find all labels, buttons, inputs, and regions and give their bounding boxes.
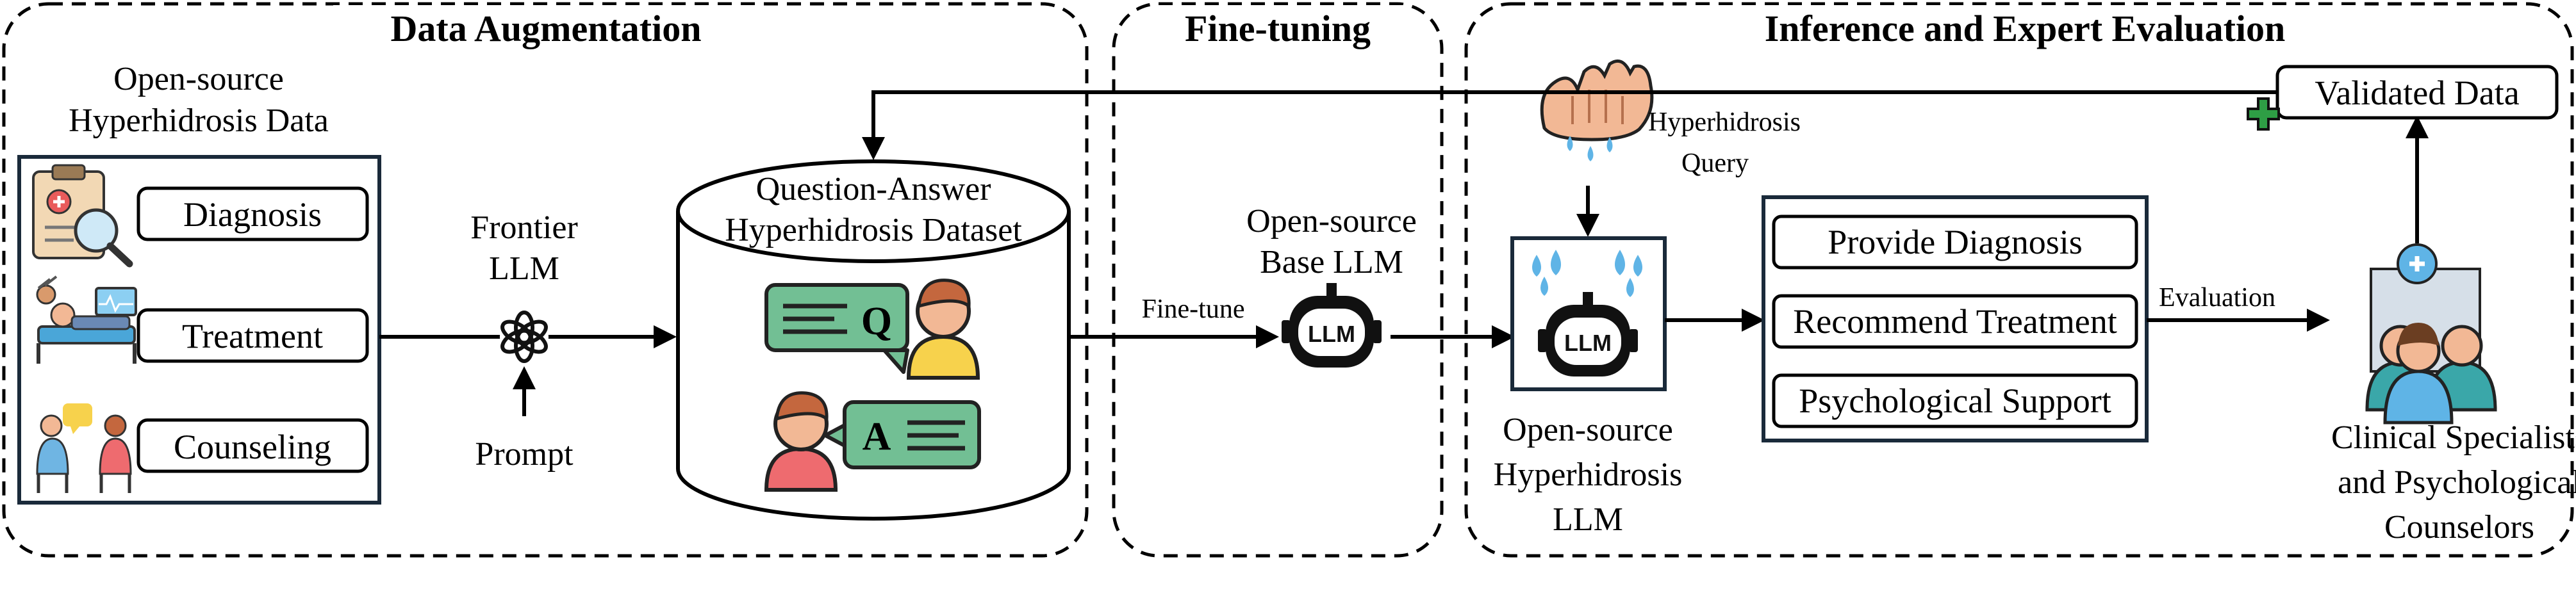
prompt-label: Prompt	[475, 436, 574, 473]
base-llm-line1: Open-source	[1246, 203, 1417, 239]
task-recommend-treatment	[1772, 294, 2138, 349]
clipboard-search-icon	[32, 164, 133, 268]
water-drops-icon	[1532, 250, 1642, 297]
experts-line1: Clinical Specialists	[2331, 419, 2576, 456]
source-item-counseling-label: Counseling	[174, 428, 331, 466]
experts-line2: and Psychological	[2338, 464, 2576, 501]
source-title-line2: Hyperhidrosis Data	[69, 102, 329, 139]
patient-bed-icon	[36, 275, 137, 364]
source-item-diagnosis-label: Diagnosis	[183, 195, 322, 234]
task-provide-diagnosis-label: Provide Diagnosis	[1828, 223, 2083, 261]
source-item-counseling	[136, 418, 369, 473]
counseling-icon	[36, 403, 132, 493]
arrow-feedback-loop	[862, 90, 2277, 160]
hyper-llm-line1: Open-source	[1503, 412, 1673, 448]
question-letter: Q	[861, 300, 892, 343]
panel-inference	[1464, 2, 2574, 558]
sweaty-hands-icon	[1540, 59, 1654, 161]
answer-letter: A	[863, 415, 891, 458]
source-item-treatment-label: Treatment	[182, 317, 323, 355]
person-red-icon	[764, 391, 838, 492]
panel-data-augmentation	[2, 2, 1089, 558]
person-yellow-icon	[906, 279, 980, 380]
dataset-title-line2: Hyperhidrosis Dataset	[725, 212, 1022, 248]
query-line1: Hyperhidrosis	[1648, 108, 1801, 137]
openai-logo-icon	[500, 311, 549, 363]
hyper-llm-line2: Hyperhidrosis	[1494, 457, 1683, 493]
finetune-label: Fine-tune	[1142, 295, 1245, 324]
llm-robot-icon	[1282, 283, 1382, 368]
frontier-llm-line1: Frontier	[470, 209, 578, 246]
task-psychological-support-label: Psychological Support	[1799, 382, 2111, 420]
answer-bubble-icon	[823, 400, 981, 469]
llm-robot-icon-hyper	[1538, 292, 1638, 376]
base-llm-badge: LLM	[1308, 321, 1355, 347]
hyper-llm-line3: LLM	[1553, 501, 1623, 538]
section-title-finetuning: Fine-tuning	[1185, 8, 1371, 49]
frontier-llm-line2: LLM	[489, 250, 559, 287]
query-line2: Query	[1681, 149, 1749, 178]
section-title-inference: Inference and Expert Evaluation	[1765, 8, 2286, 49]
task-psychological-support	[1772, 373, 2138, 428]
hospital-experts-icon	[2365, 243, 2497, 425]
section-title-augmentation: Data Augmentation	[391, 8, 702, 49]
task-recommend-treatment-label: Recommend Treatment	[1793, 302, 2117, 341]
panel-fine-tuning	[1112, 2, 1444, 558]
hyper-llm-badge: LLM	[1564, 330, 1612, 356]
source-title-line1: Open-source	[113, 61, 284, 97]
source-item-treatment	[136, 308, 369, 363]
evaluation-label: Evaluation	[2159, 283, 2275, 312]
source-data-panel	[17, 155, 381, 505]
validated-data-label: Validated Data	[2315, 74, 2519, 112]
dataset-title-line1: Question-Answer	[756, 171, 991, 207]
source-item-diagnosis	[136, 186, 369, 241]
base-llm-line2: Base LLM	[1260, 244, 1403, 280]
experts-line3: Counselors	[2384, 509, 2534, 546]
question-bubble-icon	[764, 283, 909, 374]
task-provide-diagnosis	[1772, 214, 2138, 270]
plus-icon	[2247, 97, 2280, 131]
